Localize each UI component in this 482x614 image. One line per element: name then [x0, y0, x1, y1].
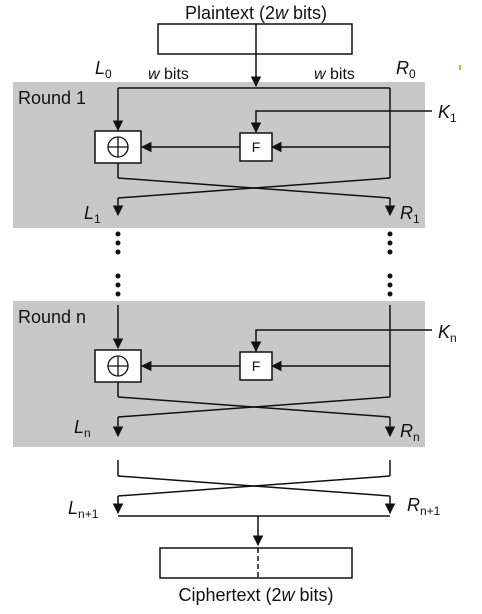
- plaintext-block: [157, 23, 353, 55]
- xor-icon: [107, 136, 129, 158]
- label-l1: L1: [84, 203, 101, 226]
- label-ln: Ln: [74, 417, 91, 440]
- round-1-panel: [13, 82, 425, 228]
- label-w-bits-right: w bits: [314, 66, 355, 83]
- label-r1: R1: [400, 203, 420, 226]
- round-1-label: Round 1: [18, 88, 86, 108]
- round-n-cross-b: [117, 396, 391, 418]
- label-w-bits-left: w bits: [148, 66, 189, 83]
- round-n-key-line: [250, 329, 432, 353]
- label-rn1: Rn+1: [407, 495, 441, 518]
- round-1-f-box: [239, 132, 273, 162]
- label-r0: R0: [396, 58, 416, 81]
- round-1-key: K1: [438, 102, 457, 125]
- round-1-key-line: [250, 110, 432, 134]
- round-1-cross-b: [117, 177, 391, 199]
- round-n-key: Kn: [438, 322, 457, 345]
- round-n-f-label: F: [252, 358, 261, 374]
- plaintext-label: Plaintext (2w bits): [185, 3, 327, 23]
- round-1-f-label: F: [252, 139, 261, 155]
- final-cross-b: [117, 475, 391, 497]
- label-l0: L0: [95, 58, 112, 81]
- ellipsis-left: [115, 231, 121, 297]
- ciphertext-label: Ciphertext (2w bits): [178, 585, 333, 605]
- label-rn: Rn: [400, 421, 420, 444]
- ciphertext-block: [159, 547, 353, 579]
- label-ln1: Ln+1: [68, 498, 99, 521]
- xor-icon: [107, 355, 129, 377]
- round-n-panel: [13, 301, 425, 447]
- ellipsis-right: [387, 231, 393, 297]
- round-n-label: Round n: [18, 307, 86, 327]
- round-n-f-box: [239, 351, 273, 381]
